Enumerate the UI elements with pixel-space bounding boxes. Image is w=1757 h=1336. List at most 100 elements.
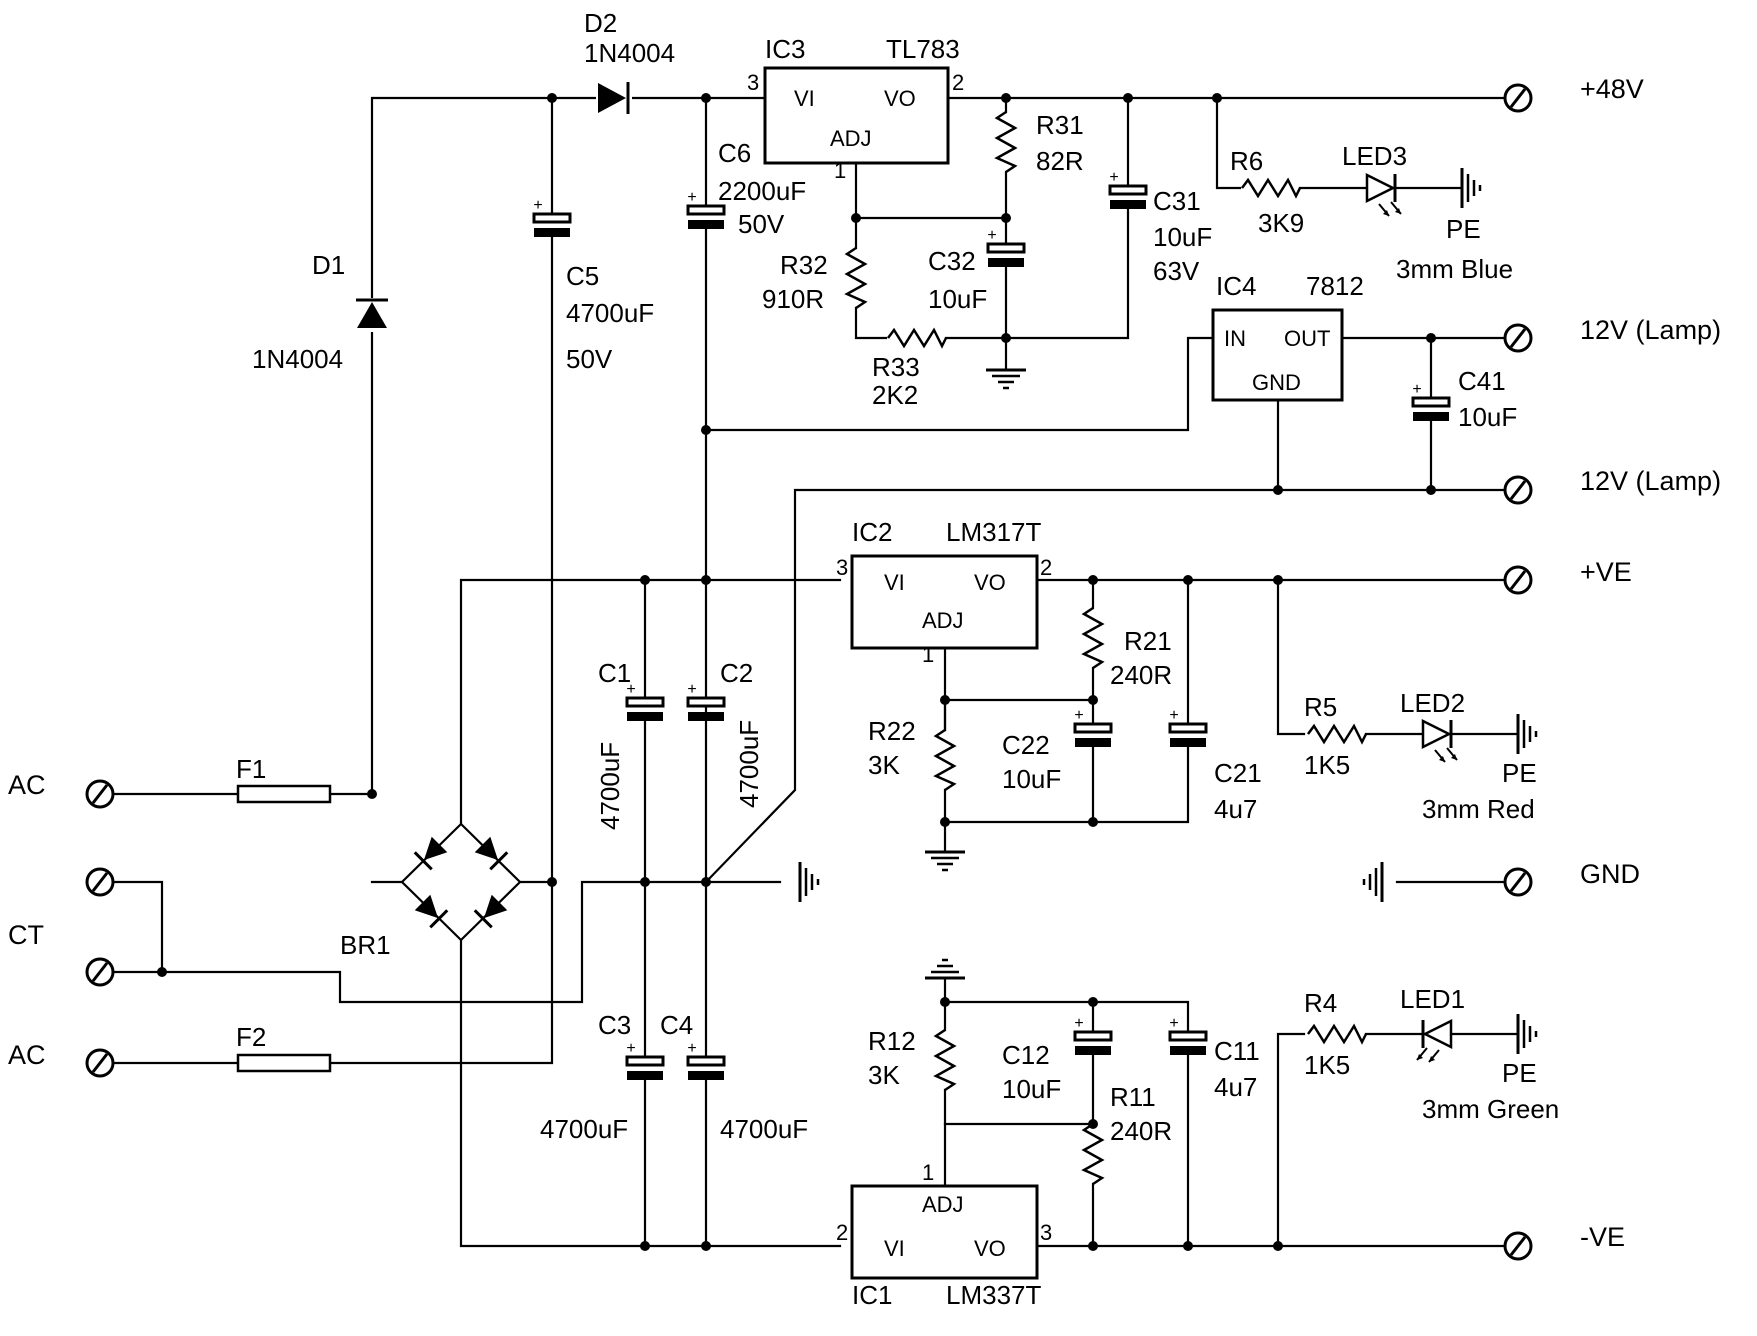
resistor-icon xyxy=(1306,724,1368,744)
ground-icon xyxy=(923,850,967,872)
ground-icon xyxy=(798,860,820,904)
ground-icon xyxy=(1362,860,1384,904)
terminal-ct-b-icon xyxy=(85,957,115,987)
terminal-ac-bottom-icon xyxy=(85,1048,115,1078)
resistor-r5: R5 1K5 xyxy=(1304,692,1368,780)
junctions xyxy=(157,93,1436,1251)
f1-ref: F1 xyxy=(236,754,266,784)
led1-desc: 3mm Green xyxy=(1422,1094,1559,1124)
resistor-icon xyxy=(1082,1122,1104,1186)
bridge-diode-icon xyxy=(413,836,448,871)
ic2-vo: VO xyxy=(974,570,1006,595)
c41-value: 10uF xyxy=(1458,402,1517,432)
terminal-gnd-icon xyxy=(1503,867,1533,897)
resistor-icon xyxy=(1240,178,1302,198)
bridge-diode-icon xyxy=(473,894,508,929)
ic3-ref: IC3 xyxy=(765,34,805,64)
ic2-ground xyxy=(923,850,967,872)
c3-ref: C3 xyxy=(598,1010,631,1040)
ic1-pin-adj: 1 xyxy=(922,1160,934,1185)
c4-value: 4700uF xyxy=(720,1114,808,1144)
capacitor-c41: C41 10uF xyxy=(1410,366,1517,432)
r33-ref: R33 xyxy=(872,352,920,382)
bridge-diode-icon xyxy=(474,836,509,871)
terminals: +48V 12V (Lamp) 12V (Lamp) +VE GND -VE A… xyxy=(8,74,1721,1261)
terminal-ac-top-icon xyxy=(85,779,115,809)
led-icon xyxy=(1415,1018,1453,1064)
capacitor-c5: C5 4700uF 50V xyxy=(531,195,654,374)
regulator-ic2: VI VO ADJ IC2 LM317T 3 2 1 xyxy=(836,517,1052,667)
c5-value: 4700uF xyxy=(566,298,654,328)
ic3-body xyxy=(763,66,950,165)
ic4-body xyxy=(1211,308,1344,402)
terminal-48v-icon xyxy=(1503,83,1533,113)
c31-ref: C31 xyxy=(1153,186,1201,216)
c1-ref: C1 xyxy=(598,658,631,688)
d1-value: 1N4004 xyxy=(252,344,343,374)
resistor-r6: R6 3K9 xyxy=(1230,146,1304,238)
ic3-pin-out: 2 xyxy=(952,70,964,95)
bridge-diode-icon xyxy=(414,894,449,929)
terminal-lamp-b-icon xyxy=(1503,475,1533,505)
r6-ref: R6 xyxy=(1230,146,1263,176)
r12-value: 3K xyxy=(868,1060,900,1090)
c31-voltage: 63V xyxy=(1153,256,1200,286)
c31-value: 10uF xyxy=(1153,222,1212,252)
diode-d2: D2 1N4004 xyxy=(584,8,675,114)
resistor-icon xyxy=(934,1028,956,1092)
diode-icon xyxy=(596,82,632,114)
c6-ref: C6 xyxy=(718,138,751,168)
terminal-neg-ve-icon xyxy=(1503,1231,1533,1261)
c1-value: 4700uF xyxy=(595,742,625,830)
label-neg-ve: -VE xyxy=(1580,1222,1625,1252)
c6-voltage: 50V xyxy=(738,209,785,239)
r5-value: 1K5 xyxy=(1304,750,1350,780)
label-ct: CT xyxy=(8,920,44,950)
ic3-vo: VO xyxy=(884,86,916,111)
ic1-ground xyxy=(923,958,967,980)
ic3-pin-in: 3 xyxy=(747,70,759,95)
capacitor-c12: C12 10uF xyxy=(1002,1013,1113,1104)
c32-ref: C32 xyxy=(928,246,976,276)
resistor-icon xyxy=(1306,1024,1368,1044)
center-ground xyxy=(798,860,820,904)
c21-value: 4u7 xyxy=(1214,794,1257,824)
d1-ref: D1 xyxy=(312,250,345,280)
f2-ref: F2 xyxy=(236,1022,266,1052)
ic4-out: OUT xyxy=(1284,326,1330,351)
r22-ref: R22 xyxy=(868,716,916,746)
led2-pe: PE xyxy=(1502,758,1537,788)
r4-ref: R4 xyxy=(1304,988,1337,1018)
pe-ground-icon xyxy=(1516,1012,1538,1056)
ic1-body xyxy=(850,1184,1039,1280)
r6-value: 3K9 xyxy=(1258,208,1304,238)
capacitor-c1: C1 4700uF xyxy=(595,658,665,830)
c22-ref: C22 xyxy=(1002,730,1050,760)
label-gnd: GND xyxy=(1580,859,1640,889)
ground-icon xyxy=(923,958,967,980)
led-led1: LED1 PE 3mm Green xyxy=(1400,984,1559,1124)
c4-ref: C4 xyxy=(660,1010,693,1040)
ic3-vi: VI xyxy=(794,86,815,111)
c11-value: 4u7 xyxy=(1214,1072,1257,1102)
ic1-part: LM337T xyxy=(946,1280,1041,1310)
label-lamp-b: 12V (Lamp) xyxy=(1580,466,1721,496)
c11-ref: C11 xyxy=(1214,1036,1260,1066)
d2-ref: D2 xyxy=(584,8,617,38)
r21-ref: R21 xyxy=(1124,626,1172,656)
r11-value: 240R xyxy=(1110,1116,1172,1146)
led3-pe: PE xyxy=(1446,214,1481,244)
wires xyxy=(98,96,1520,1248)
r32-value: 910R xyxy=(762,284,824,314)
r31-value: 82R xyxy=(1036,146,1084,176)
led-icon xyxy=(1421,718,1459,764)
resistor-r31: R31 82R xyxy=(995,110,1084,176)
c5-voltage: 50V xyxy=(566,344,613,374)
c2-value: 4700uF xyxy=(734,720,764,808)
ic2-part: LM317T xyxy=(946,517,1041,547)
capacitor-c4: C4 4700uF xyxy=(660,1010,808,1144)
ic3-part: TL783 xyxy=(886,34,960,64)
terminal-ct-a-icon xyxy=(85,867,115,897)
led1-pe: PE xyxy=(1502,1058,1537,1088)
